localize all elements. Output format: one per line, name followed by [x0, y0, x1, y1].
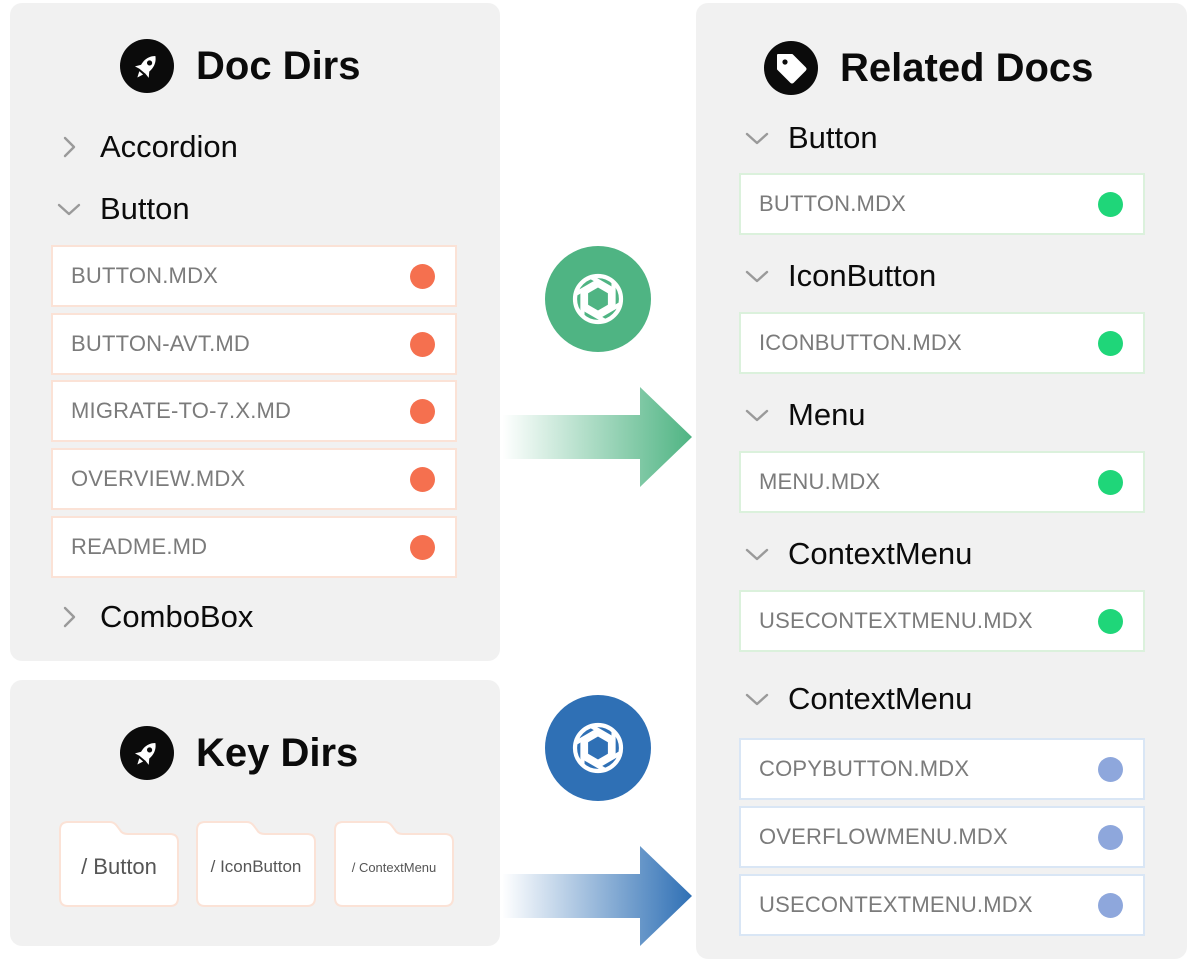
file-item[interactable]: BUTTON-AVT.MD: [51, 313, 457, 375]
folder-button[interactable]: / Button: [56, 818, 182, 910]
doc-dirs-header: Doc Dirs: [120, 39, 361, 93]
file-name: BUTTON.MDX: [759, 191, 907, 216]
status-dot: [1098, 608, 1123, 634]
openai-logo-icon: [563, 264, 633, 334]
chevron-down-icon: [745, 409, 769, 422]
tree-item-label: Button: [788, 120, 878, 155]
tag-icon: [764, 41, 818, 95]
file-item[interactable]: OVERFLOWMENU.MDX: [739, 806, 1145, 868]
doc-dirs-panel: Doc Dirs Accordion Button BUTTON.MDX BUT…: [10, 3, 500, 661]
file-name: COPYBUTTON.MDX: [759, 756, 970, 781]
file-item[interactable]: BUTTON.MDX: [51, 245, 457, 307]
tree-item-button[interactable]: Button: [54, 191, 190, 227]
tree-item-label: Menu: [788, 397, 866, 432]
related-docs-panel: Related Docs Button BUTTON.MDX IconButto…: [696, 3, 1187, 959]
openai-logo-icon: [563, 713, 633, 783]
status-dot: [410, 534, 435, 560]
file-item[interactable]: USECONTEXTMENU.MDX: [739, 590, 1145, 652]
status-dot: [410, 331, 435, 357]
file-item[interactable]: ICONBUTTON.MDX: [739, 312, 1145, 374]
folder-label: / ContextMenu: [351, 860, 437, 875]
tree-item-label: Button: [100, 191, 190, 226]
chevron-down-icon: [745, 270, 769, 283]
file-item[interactable]: USECONTEXTMENU.MDX: [739, 874, 1145, 936]
tree-item-label: ComboBox: [100, 599, 254, 634]
folder-icon: [334, 821, 454, 907]
folder-contextmenu[interactable]: / ContextMenu: [331, 818, 457, 910]
related-docs-header: Related Docs: [764, 41, 1093, 95]
file-name: OVERVIEW.MDX: [71, 466, 246, 491]
status-dot: [1098, 330, 1123, 356]
status-dot: [410, 263, 435, 289]
tree-item-combobox[interactable]: ComboBox: [54, 599, 253, 635]
chevron-right-icon: [63, 136, 76, 158]
status-dot: [1098, 191, 1123, 217]
arrow-blue: [502, 846, 692, 946]
doc-dirs-title: Doc Dirs: [196, 43, 361, 88]
rocket-icon: [120, 726, 174, 780]
openai-logo-green: [545, 246, 651, 352]
tree-item-contextmenu[interactable]: ContextMenu: [742, 681, 972, 717]
file-name: OVERFLOWMENU.MDX: [759, 824, 1008, 849]
tree-item-iconbutton[interactable]: IconButton: [742, 258, 936, 294]
tree-item-menu[interactable]: Menu: [742, 397, 866, 433]
tree-item-label: IconButton: [788, 258, 937, 293]
file-name: USECONTEXTMENU.MDX: [759, 892, 1033, 917]
status-dot: [410, 398, 435, 424]
file-name: BUTTON-AVT.MD: [71, 331, 251, 356]
tree-item-accordion[interactable]: Accordion: [54, 129, 238, 165]
file-item[interactable]: MENU.MDX: [739, 451, 1145, 513]
file-name: MIGRATE-TO-7.X.MD: [71, 398, 292, 423]
folder-iconbutton[interactable]: / IconButton: [193, 818, 319, 910]
status-dot: [1098, 469, 1123, 495]
status-dot: [1098, 824, 1123, 850]
tree-item-label: Accordion: [100, 129, 238, 164]
tree-item-label: ContextMenu: [788, 681, 973, 716]
file-name: ICONBUTTON.MDX: [759, 330, 962, 355]
chevron-down-icon: [745, 693, 769, 706]
chevron-right-icon: [63, 606, 76, 628]
folder-icon: [59, 821, 179, 907]
related-docs-title: Related Docs: [840, 45, 1094, 90]
folder-label: / Button: [81, 854, 157, 879]
file-item[interactable]: MIGRATE-TO-7.X.MD: [51, 380, 457, 442]
status-dot: [1098, 756, 1123, 782]
key-dirs-title: Key Dirs: [196, 730, 359, 775]
arrow-green: [502, 387, 692, 487]
chevron-down-icon: [57, 203, 81, 216]
file-item[interactable]: BUTTON.MDX: [739, 173, 1145, 235]
rocket-icon: [120, 39, 174, 93]
file-item[interactable]: COPYBUTTON.MDX: [739, 738, 1145, 800]
tree-item-contextmenu[interactable]: ContextMenu: [742, 536, 972, 572]
file-name: USECONTEXTMENU.MDX: [759, 608, 1033, 633]
tree-item-button[interactable]: Button: [742, 120, 878, 156]
file-name: README.MD: [71, 534, 208, 559]
status-dot: [1098, 892, 1123, 918]
file-name: MENU.MDX: [759, 469, 881, 494]
chevron-down-icon: [745, 132, 769, 145]
openai-logo-blue: [545, 695, 651, 801]
status-dot: [410, 466, 435, 492]
file-name: BUTTON.MDX: [71, 263, 219, 288]
tree-item-label: ContextMenu: [788, 536, 973, 571]
key-dirs-panel: Key Dirs / Button / IconButton / Context…: [10, 680, 500, 946]
key-dirs-header: Key Dirs: [120, 726, 358, 780]
file-item[interactable]: OVERVIEW.MDX: [51, 448, 457, 510]
folder-icon: [196, 821, 316, 907]
chevron-down-icon: [745, 548, 769, 561]
folder-label: / IconButton: [210, 857, 302, 876]
file-item[interactable]: README.MD: [51, 516, 457, 578]
